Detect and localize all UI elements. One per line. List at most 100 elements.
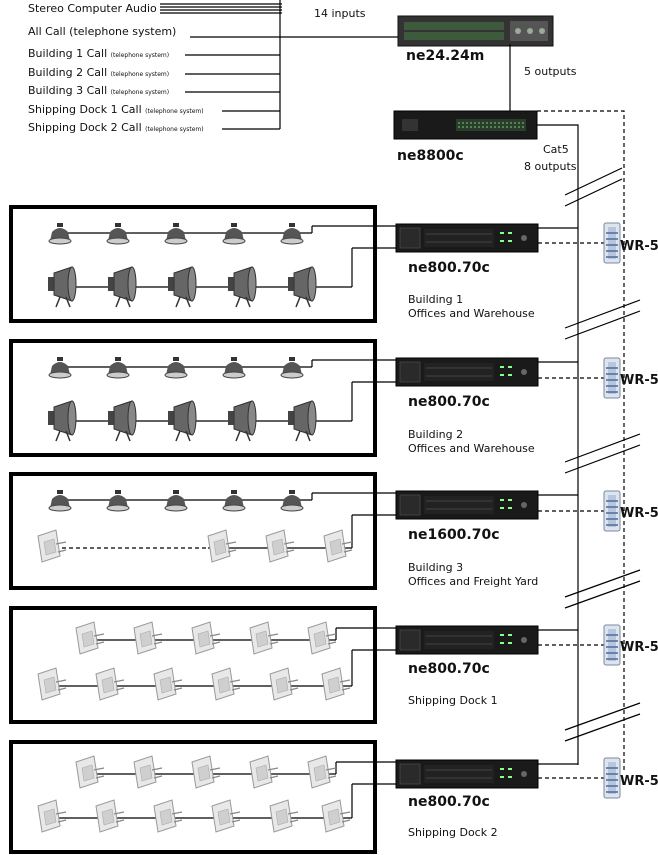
ceiling-speaker-icon [223, 357, 245, 378]
wall-remote-icon [604, 758, 620, 798]
ceiling-speaker-icon [223, 223, 245, 244]
output-bus [537, 125, 578, 765]
ceiling-speaker-icon [165, 357, 187, 378]
zone-box [11, 474, 375, 588]
outdoor-speaker-icon [324, 530, 352, 562]
zone-name: Building 1 [408, 293, 463, 306]
ceiling-speaker-icon [165, 223, 187, 244]
input-label: Building 3 Call (telephone system) [28, 84, 169, 97]
ceiling-speaker-icon [281, 357, 303, 378]
ceiling-speaker-icon [49, 490, 71, 511]
outdoor-speaker-icon [322, 668, 350, 700]
zone-name: Building 3 [408, 561, 463, 574]
outdoor-speaker-icon [308, 622, 336, 654]
outdoor-speaker-icon [212, 668, 240, 700]
zone-shipping-dock-1 [11, 608, 396, 722]
amplifier-unit [396, 224, 538, 252]
outdoor-speaker-icon [96, 668, 124, 700]
zone-box [11, 207, 375, 321]
outdoor-speaker-icon [154, 668, 182, 700]
outdoor-speaker-icon [308, 756, 336, 788]
amplifier-name: ne800.70c [408, 794, 490, 810]
input-label: Stereo Computer Audio [28, 2, 157, 15]
zone-name: Building 2 [408, 428, 463, 441]
wall-remote-label: WR-5 [620, 640, 658, 655]
amplifier-name: ne800.70c [408, 394, 490, 410]
wall-remote-label: WR-5 [620, 239, 658, 254]
matrix-name: ne24.24m [406, 48, 484, 64]
amplifier-unit [396, 358, 538, 386]
wall-remote-label: WR-5 [620, 774, 658, 789]
outdoor-speaker-icon [38, 668, 66, 700]
ceiling-speaker-icon [107, 357, 129, 378]
horn-speaker-icon [288, 267, 316, 307]
outdoor-speaker-icon [154, 800, 182, 832]
matrix-outputs-label: 5 outputs [524, 65, 577, 78]
horn-speaker-icon [228, 401, 256, 441]
processor-cable-label: Cat5 [543, 143, 569, 156]
amplifier-unit [396, 491, 538, 519]
zone-building-3 [11, 474, 396, 588]
outdoor-speaker-icon [38, 800, 66, 832]
outdoor-speaker-icon [192, 622, 220, 654]
input-label: Shipping Dock 1 Call (telephone system) [28, 103, 204, 116]
wall-remote-label: WR-5 [620, 373, 658, 388]
horn-speaker-icon [48, 401, 76, 441]
wall-remote-icon [604, 223, 620, 263]
outdoor-speaker-icon [134, 622, 162, 654]
ceiling-speaker-icon [49, 223, 71, 244]
processor-unit [394, 111, 537, 139]
zone-description: Offices and Warehouse [408, 442, 535, 455]
wall-remote-icon [604, 358, 620, 398]
horn-speaker-icon [108, 401, 136, 441]
input-list: Stereo Computer Audio All Call (telephon… [28, 2, 204, 134]
outdoor-speaker-icon [76, 756, 104, 788]
wall-remote-icon [604, 491, 620, 531]
amplifier-name: ne1600.70c [408, 527, 500, 543]
input-label: Building 2 Call (telephone system) [28, 66, 169, 79]
horn-speaker-icon [108, 267, 136, 307]
outdoor-speaker-icon [250, 756, 278, 788]
outdoor-speaker-icon [134, 756, 162, 788]
input-label: Building 1 Call (telephone system) [28, 47, 169, 60]
outdoor-speaker-icon [266, 530, 294, 562]
ceiling-speaker-icon [281, 490, 303, 511]
outdoor-speaker-icon [192, 756, 220, 788]
horn-speaker-icon [48, 267, 76, 307]
input-label: All Call (telephone system) [28, 25, 176, 38]
amplifier-unit [396, 760, 538, 788]
outdoor-speaker-icon [250, 622, 278, 654]
horn-speaker-icon [168, 401, 196, 441]
outdoor-speaker-icon [76, 622, 104, 654]
wall-remote-icon [604, 625, 620, 665]
horn-speaker-icon [288, 401, 316, 441]
zone-name: Shipping Dock 2 [408, 826, 498, 839]
processor-outputs-label: 8 outputs [524, 160, 577, 173]
ceiling-speaker-icon [107, 490, 129, 511]
zone-building-2 [11, 341, 396, 455]
outdoor-speaker-icon [38, 530, 66, 562]
ceiling-speaker-icon [223, 490, 245, 511]
cat5-run [537, 111, 624, 770]
zone-description: Offices and Freight Yard [408, 575, 538, 588]
amplifier-name: ne800.70c [408, 260, 490, 276]
ceiling-speaker-icon [107, 223, 129, 244]
wall-remote-label: WR-5 [620, 506, 658, 521]
processor-name: ne8800c [397, 148, 464, 164]
outdoor-speaker-icon [270, 668, 298, 700]
ceiling-speaker-icon [49, 357, 71, 378]
outdoor-speaker-icon [270, 800, 298, 832]
horn-speaker-icon [168, 267, 196, 307]
zone-building-1 [11, 207, 396, 321]
ceiling-speaker-icon [281, 223, 303, 244]
outdoor-speaker-icon [96, 800, 124, 832]
outdoor-speaker-icon [208, 530, 236, 562]
zone-box [11, 341, 375, 455]
inputs-count-label: 14 inputs [314, 7, 366, 20]
input-label: Shipping Dock 2 Call (telephone system) [28, 121, 204, 134]
zone-shipping-dock-2 [11, 742, 396, 852]
amplifier-name: ne800.70c [408, 661, 490, 677]
outdoor-speaker-icon [322, 800, 350, 832]
matrix-unit [398, 16, 553, 46]
